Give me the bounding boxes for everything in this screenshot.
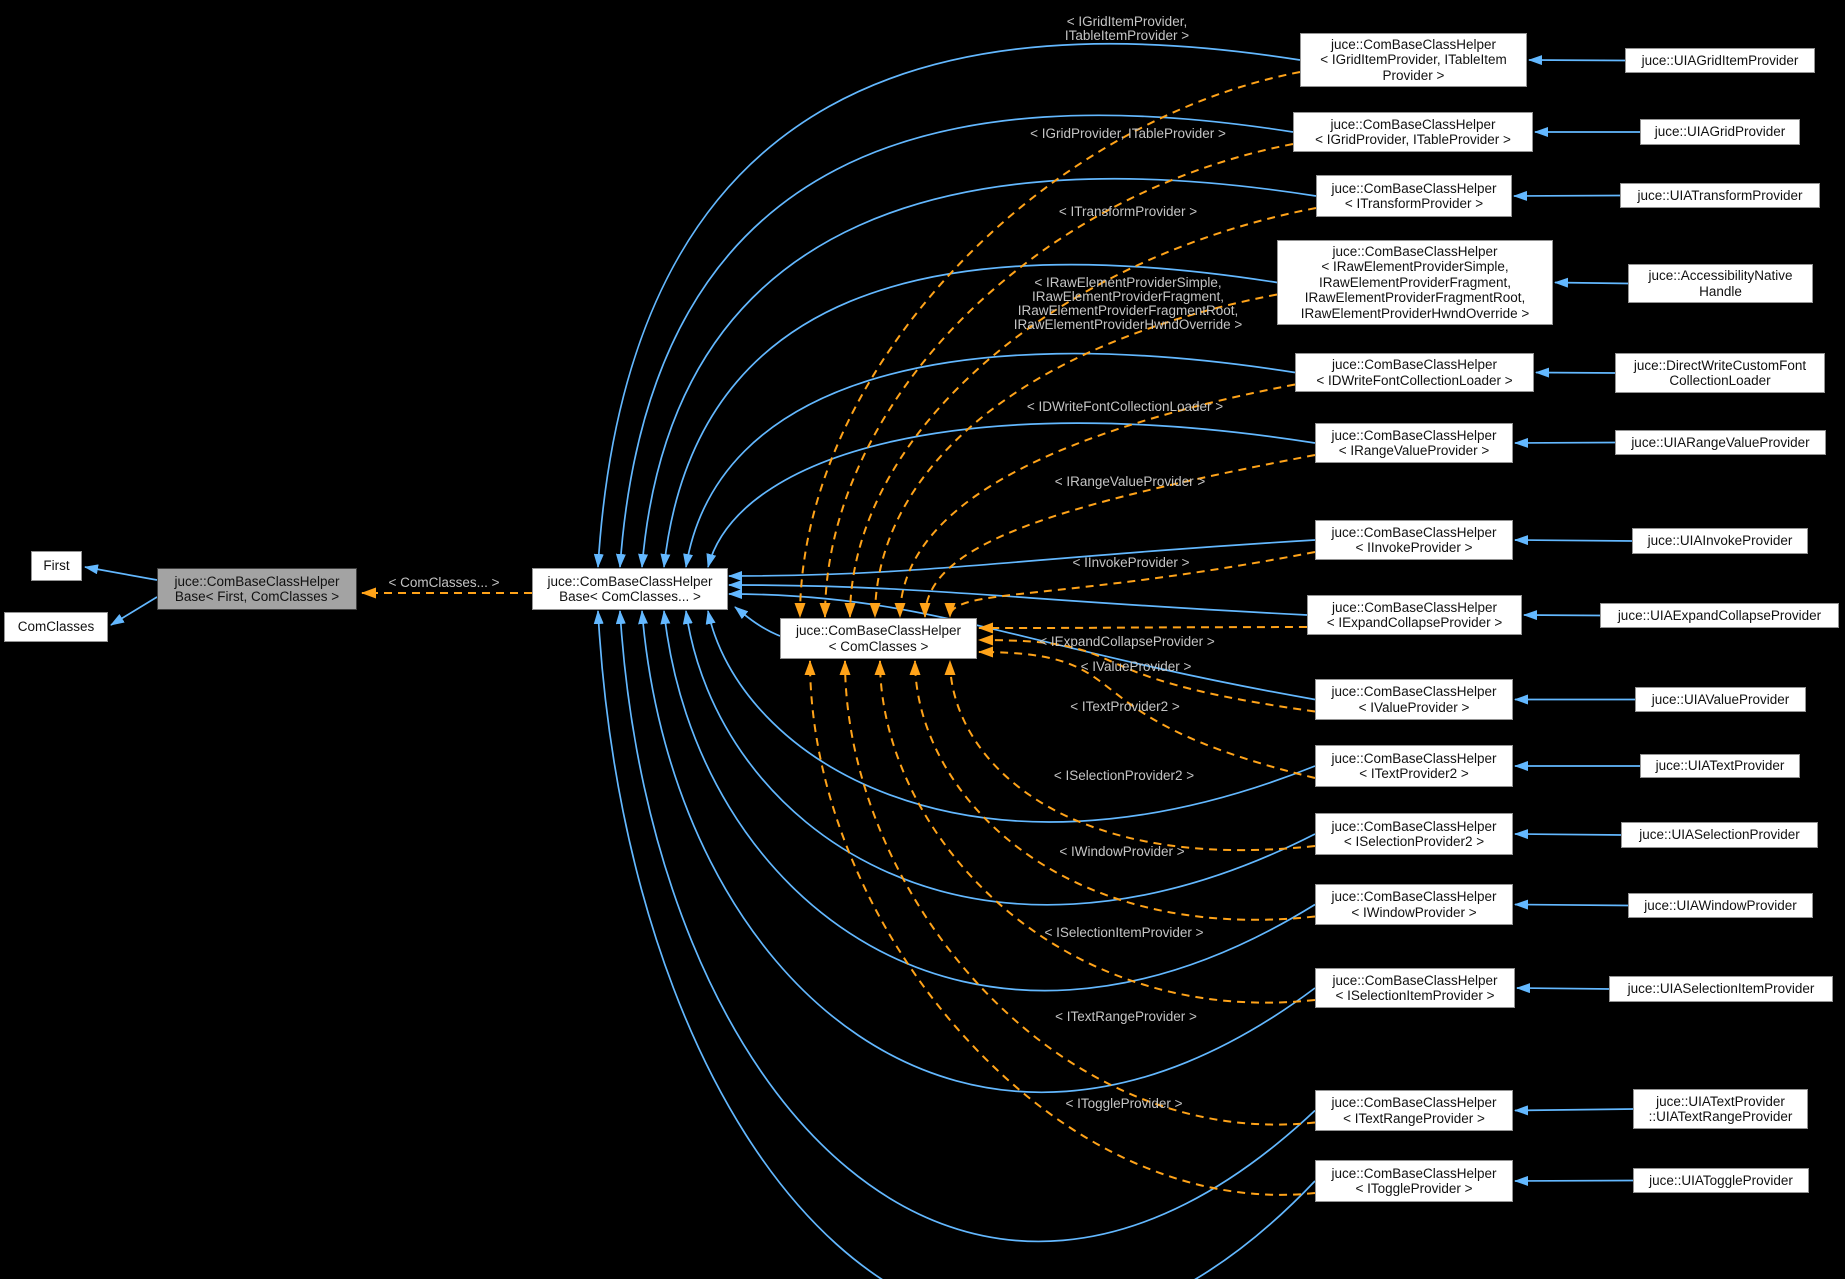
inheritance-edge-base_first-to-comclasses bbox=[110, 596, 158, 626]
edge-label-el_rangeval: < IRangeValueProvider > bbox=[1054, 474, 1206, 489]
class-node-h_transform[interactable]: juce::ComBaseClassHelper < ITransformPro… bbox=[1316, 175, 1512, 217]
inheritance-edge-u_selitem-to-h_selitem bbox=[1516, 983, 1611, 994]
inheritance-edge-u_window-to-h_window bbox=[1514, 899, 1630, 910]
class-node-u_dwrite[interactable]: juce::DirectWriteCustomFont CollectionLo… bbox=[1615, 353, 1825, 393]
inheritance-edge-h_expand-to-base bbox=[728, 580, 1308, 616]
edge-label-el_dwrite: < IDWriteFontCollectionLoader > bbox=[1026, 399, 1224, 414]
template-instance-edge-h_toggle-to-helper_cc bbox=[804, 660, 1316, 1196]
template-instance-edge-h_window-to-helper_cc bbox=[909, 660, 1316, 921]
template-instance-edge-h_transform-to-helper_cc bbox=[844, 207, 1317, 618]
inheritance-edge-h_dwrite-to-base bbox=[683, 352, 1296, 568]
edge-label-el_rawel: < IRawElementProviderSimple, IRawElement… bbox=[1013, 275, 1243, 332]
template-instance-edge-h_grid-to-helper_cc bbox=[819, 143, 1294, 618]
class-node-helper_cc[interactable]: juce::ComBaseClassHelper < ComClasses > bbox=[780, 618, 977, 659]
inheritance-edge-u_expand-to-h_expand bbox=[1523, 610, 1602, 621]
inheritance-edge-h_rangeval-to-base bbox=[706, 422, 1316, 568]
inheritance-edge-h_transform-to-base bbox=[638, 178, 1317, 568]
edge-label-el_textrange: < ITextRangeProvider > bbox=[1055, 1009, 1197, 1024]
template-instance-edge-h_selitem-to-helper_cc bbox=[874, 660, 1316, 1004]
inheritance-edge-h_griditem-to-base bbox=[593, 43, 1301, 568]
class-node-comclasses[interactable]: ComClasses bbox=[4, 612, 108, 642]
inheritance-edge-u_griditem-to-h_griditem bbox=[1528, 55, 1627, 66]
template-instance-edge-h_textrange-to-helper_cc bbox=[839, 660, 1316, 1126]
class-node-h_textrange[interactable]: juce::ComBaseClassHelper < ITextRangePro… bbox=[1315, 1090, 1513, 1131]
inheritance-edge-h_text2-to-base bbox=[705, 610, 1316, 823]
class-node-first[interactable]: First bbox=[31, 551, 82, 581]
class-node-u_griditem[interactable]: juce::UIAGridItemProvider bbox=[1625, 48, 1815, 73]
template-instance-edge-h_invoke-to-helper_cc bbox=[944, 551, 1316, 618]
class-node-u_toggle[interactable]: juce::UIAToggleProvider bbox=[1633, 1168, 1809, 1193]
edge-label-el_text2: < ITextProvider2 > bbox=[1070, 699, 1180, 714]
inheritance-edge-h_textrange-to-base bbox=[615, 610, 1316, 1243]
inheritance-edge-h_rawel-to-base bbox=[660, 263, 1278, 568]
class-node-h_grid[interactable]: juce::ComBaseClassHelper < IGridProvider… bbox=[1293, 112, 1533, 152]
class-node-u_value[interactable]: juce::UIAValueProvider bbox=[1635, 687, 1806, 712]
inheritance-edge-h_sel2-to-base bbox=[682, 610, 1316, 906]
class-node-u_window[interactable]: juce::UIAWindowProvider bbox=[1628, 893, 1813, 918]
inheritance-edge-base_first-to-first bbox=[84, 564, 158, 581]
class-node-h_window[interactable]: juce::ComBaseClassHelper < IWindowProvid… bbox=[1315, 884, 1513, 925]
class-node-h_dwrite[interactable]: juce::ComBaseClassHelper < IDWriteFontCo… bbox=[1295, 353, 1534, 392]
edge-label-el_sel2: < ISelectionProvider2 > bbox=[1053, 768, 1195, 783]
class-node-u_selitem[interactable]: juce::UIASelectionItemProvider bbox=[1609, 976, 1833, 1002]
edge-label-el_comclasses: < ComClasses... > bbox=[388, 575, 500, 590]
class-node-h_value[interactable]: juce::ComBaseClassHelper < IValueProvide… bbox=[1315, 679, 1513, 720]
class-node-h_expand[interactable]: juce::ComBaseClassHelper < IExpandCollap… bbox=[1307, 595, 1522, 635]
inheritance-edge-u_sel-to-h_sel2 bbox=[1514, 829, 1623, 840]
class-node-u_invoke[interactable]: juce::UIAInvokeProvider bbox=[1632, 528, 1808, 554]
inheritance-edge-h_invoke-to-base bbox=[728, 539, 1316, 581]
inheritance-edge-h_window-to-base bbox=[660, 610, 1316, 992]
template-instance-edge-h_value-to-helper_cc bbox=[978, 634, 1316, 713]
inheritance-edge-u_rangeval-to-h_rangeval bbox=[1514, 437, 1617, 448]
edge-label-el_grid: < IGridProvider, ITableProvider > bbox=[1030, 126, 1226, 141]
class-node-u_textrange[interactable]: juce::UIATextProvider ::UIATextRangeProv… bbox=[1633, 1089, 1808, 1129]
class-node-h_rangeval[interactable]: juce::ComBaseClassHelper < IRangeValuePr… bbox=[1315, 423, 1513, 463]
template-instance-edge-h_text2-to-helper_cc bbox=[978, 646, 1316, 779]
class-node-h_toggle[interactable]: juce::ComBaseClassHelper < IToggleProvid… bbox=[1315, 1160, 1513, 1202]
inheritance-edge-u_transform-to-h_transform bbox=[1513, 190, 1622, 201]
template-instance-edge-h_rangeval-to-helper_cc bbox=[919, 454, 1316, 618]
inheritance-edge-h_toggle-to-base bbox=[593, 610, 1316, 1279]
class-node-u_grid[interactable]: juce::UIAGridProvider bbox=[1640, 119, 1800, 145]
class-node-h_griditem[interactable]: juce::ComBaseClassHelper < IGridItemProv… bbox=[1300, 33, 1527, 87]
inheritance-edge-u_toggle-to-h_toggle bbox=[1514, 1175, 1635, 1186]
class-node-h_invoke[interactable]: juce::ComBaseClassHelper < IInvokeProvid… bbox=[1315, 520, 1513, 560]
template-instance-edge-h_sel2-to-helper_cc bbox=[944, 660, 1316, 852]
edge-label-el_window: < IWindowProvider > bbox=[1059, 844, 1185, 859]
edge-label-el_transform: < ITransformProvider > bbox=[1058, 204, 1198, 219]
edge-label-el_selitem: < ISelectionItemProvider > bbox=[1044, 925, 1204, 940]
template-instance-edge-h_dwrite-to-helper_cc bbox=[894, 383, 1296, 618]
inheritance-edge-u_dwrite-to-h_dwrite bbox=[1535, 367, 1617, 378]
class-node-u_rangeval[interactable]: juce::UIARangeValueProvider bbox=[1615, 430, 1826, 455]
edge-label-el_invoke: < IInvokeProvider > bbox=[1072, 555, 1190, 570]
inheritance-edge-h_selitem-to-base bbox=[638, 610, 1316, 1094]
class-node-h_sel2[interactable]: juce::ComBaseClassHelper < ISelectionPro… bbox=[1315, 813, 1513, 855]
edge-label-el_toggle: < IToggleProvider > bbox=[1065, 1096, 1183, 1111]
class-node-u_accnh[interactable]: juce::AccessibilityNative Handle bbox=[1628, 264, 1813, 303]
inheritance-edge-u_accnh-to-h_rawel bbox=[1554, 277, 1630, 288]
class-node-base_first[interactable]: juce::ComBaseClassHelper Base< First, Co… bbox=[157, 568, 357, 610]
class-node-u_sel[interactable]: juce::UIASelectionProvider bbox=[1621, 822, 1818, 848]
template-instance-edge-h_rawel-to-helper_cc bbox=[869, 293, 1278, 618]
class-node-h_text2[interactable]: juce::ComBaseClassHelper < ITextProvider… bbox=[1315, 745, 1513, 787]
class-node-u_expand[interactable]: juce::UIAExpandCollapseProvider bbox=[1600, 603, 1839, 628]
edge-label-el_value: < IValueProvider > bbox=[1080, 659, 1192, 674]
inheritance-edge-u_invoke-to-h_invoke bbox=[1514, 535, 1634, 546]
class-node-h_selitem[interactable]: juce::ComBaseClassHelper < ISelectionIte… bbox=[1315, 968, 1515, 1008]
template-instance-edge-h_griditem-to-helper_cc bbox=[794, 71, 1301, 618]
class-node-u_text[interactable]: juce::UIATextProvider bbox=[1640, 754, 1800, 778]
inheritance-edge-h_grid-to-base bbox=[615, 114, 1294, 568]
inheritance-edge-u_textrange-to-h_textrange bbox=[1514, 1105, 1635, 1116]
inheritance-edge-helper_cc-to-base bbox=[734, 606, 781, 637]
class-node-base[interactable]: juce::ComBaseClassHelper Base< ComClasse… bbox=[532, 568, 728, 610]
class-node-h_rawel[interactable]: juce::ComBaseClassHelper < IRawElementPr… bbox=[1277, 240, 1553, 325]
template-instance-edge-h_expand-to-helper_cc bbox=[978, 622, 1308, 634]
class-node-u_transform[interactable]: juce::UIATransformProvider bbox=[1620, 183, 1820, 208]
edge-label-el_griditem: < IGridItemProvider, ITableItemProvider … bbox=[1064, 14, 1190, 43]
edge-label-el_expand: < IExpandCollapseProvider > bbox=[1039, 634, 1215, 649]
